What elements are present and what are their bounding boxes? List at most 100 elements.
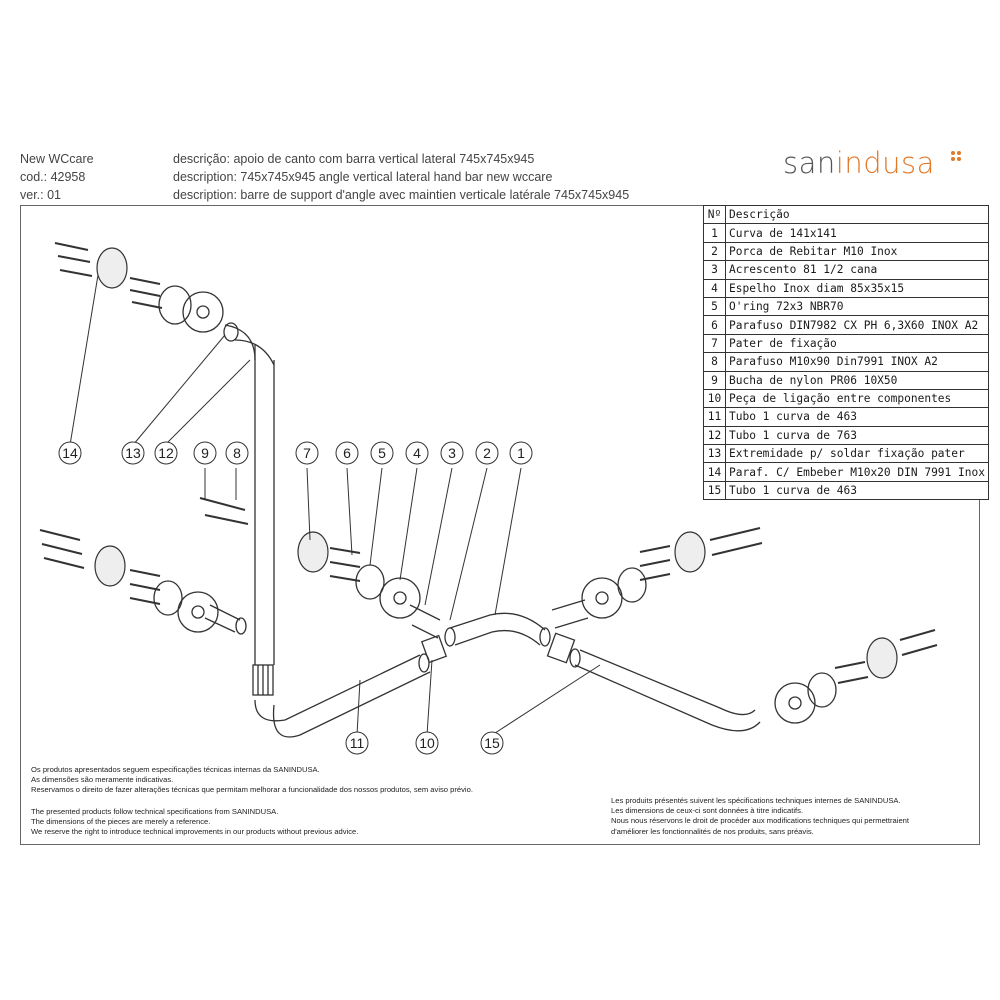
- part-number: 6: [703, 315, 726, 335]
- cover-plate-right: [581, 577, 623, 619]
- screws-6: [329, 547, 361, 582]
- cover-plate-bottom-right: [774, 682, 816, 724]
- column-header-description: Descrição: [725, 204, 989, 225]
- right-extension-tube: [551, 599, 589, 629]
- screws-top-left: [54, 242, 93, 277]
- callout-13: 13: [125, 445, 141, 461]
- note-line: Os produtos apresentados seguem especifi…: [31, 765, 320, 774]
- note-line: Nous nous réservons le droit de procéder…: [611, 816, 910, 826]
- notes-english: The presented products follow technical …: [31, 807, 358, 838]
- part-description: Tubo 1 curva de 463: [725, 480, 989, 501]
- part-description: O'ring 72x3 NBR70: [725, 296, 989, 317]
- part-number: 11: [703, 407, 726, 427]
- part-description: Espelho Inox diam 85x35x15: [725, 278, 989, 298]
- sanindusa-logo: sanindusa: [783, 146, 935, 180]
- part-description: Curva de 141x141: [725, 223, 989, 243]
- document-header-descriptions: descrição: apoio de canto com barra vert…: [173, 150, 629, 204]
- fixing-pater-bottom-right: [866, 637, 898, 679]
- connector-15: [546, 632, 576, 664]
- note-line: Reservamos o direito de fazer alterações…: [31, 785, 473, 795]
- part-number: 12: [703, 425, 726, 446]
- note-line: The dimensions of the pieces are merely …: [31, 817, 211, 827]
- logo-mark-icon: [951, 151, 961, 161]
- callout-7: 7: [303, 445, 311, 461]
- note-line: We reserve the right to introduce techni…: [31, 827, 359, 837]
- vertical-tube: [254, 345, 275, 665]
- add-on-tube-3: [409, 604, 441, 639]
- callout-1: 1: [517, 445, 525, 461]
- part-description: Porca de Rebitar M10 Inox: [725, 241, 989, 262]
- cover-plate-top-left: [182, 291, 224, 333]
- parts-table-header: Nº Descrição: [703, 204, 989, 225]
- part-description: Paraf. C/ Embeber M10x20 DIN 7991 Inox: [725, 462, 989, 482]
- callout-6: 6: [343, 445, 351, 461]
- callout-14: 14: [62, 445, 78, 461]
- part-number: 15: [703, 480, 726, 501]
- callout-4: 4: [413, 445, 421, 461]
- column-header-number: Nº: [703, 204, 726, 225]
- screws-8: [199, 497, 249, 525]
- screws-left: [39, 529, 85, 569]
- callout-8: 8: [233, 445, 241, 461]
- part-description: Acrescento 81 1/2 cana: [725, 260, 989, 280]
- part-number: 8: [703, 352, 726, 372]
- tube-11: [254, 654, 431, 738]
- notes-portuguese: Os produtos apresentados seguem especifi…: [31, 765, 473, 796]
- fixing-pater-7: [297, 531, 329, 573]
- callout-12: 12: [158, 445, 174, 461]
- fixing-pater-top-left: [96, 247, 128, 289]
- logo-text-suffix: indusa: [835, 146, 935, 180]
- callout-11: 11: [350, 735, 365, 751]
- product-name: New WCcare: [20, 152, 94, 166]
- connector-10: [420, 634, 448, 664]
- note-line: As dimensões são meramente indicativas.: [31, 775, 174, 785]
- o-ring-bottom-right: [807, 672, 837, 708]
- part-number: 2: [703, 241, 726, 262]
- part-description: Tubo 1 curva de 463: [725, 407, 989, 427]
- part-number: 3: [703, 260, 726, 280]
- callout-2: 2: [483, 445, 491, 461]
- curve-1: [449, 612, 546, 646]
- part-number: 13: [703, 444, 726, 464]
- description-fr: description: barre de support d'angle av…: [173, 188, 630, 202]
- version-label: ver.: 01: [20, 188, 61, 202]
- screws-bottom-right: [834, 661, 869, 684]
- part-description: Tubo 1 curva de 763: [725, 425, 989, 446]
- note-line: d'améliorer les fonctionnalités de nos p…: [611, 826, 814, 836]
- o-ring-left: [153, 580, 183, 616]
- part-description: Peça de ligação entre componentes: [725, 388, 989, 409]
- part-number: 7: [703, 333, 726, 354]
- logo-text-prefix: san: [783, 146, 836, 180]
- part-number: 9: [703, 370, 726, 390]
- o-ring-right: [617, 567, 647, 603]
- notes-french: Les produits présentés suivent les spéci…: [611, 796, 909, 837]
- part-description: Pater de fixação: [725, 333, 989, 354]
- o-ring-top-left: [158, 285, 192, 325]
- callout-10: 10: [419, 735, 435, 751]
- document-header-left: New WCcare cod.: 42958 ver.: 01: [20, 150, 94, 204]
- fixing-pater-right: [674, 531, 706, 573]
- tube-15: [574, 649, 761, 732]
- part-number: 4: [703, 278, 726, 298]
- screws-right: [639, 545, 671, 581]
- description-en: description: 745x745x945 angle vertical …: [173, 170, 553, 184]
- part-number: 14: [703, 462, 726, 482]
- description-pt: descrição: apoio de canto com barra vert…: [173, 152, 535, 166]
- part-number: 5: [703, 296, 726, 317]
- part-number: 10: [703, 388, 726, 409]
- part-description: Extremidade p/ soldar fixação pater: [725, 444, 989, 464]
